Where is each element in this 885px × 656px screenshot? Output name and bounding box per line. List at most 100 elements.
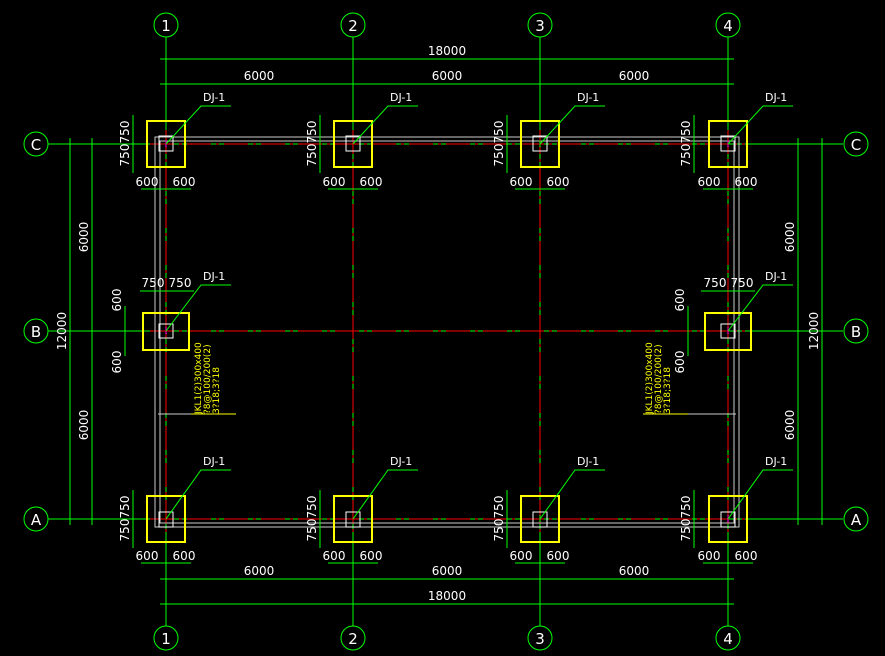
footing-a1: [146, 495, 186, 543]
footing-dims-top: 600 600 600 600 600 600 600 600 750 750 …: [118, 121, 757, 189]
side-footing-half-x: 750: [169, 276, 192, 290]
bay-length-bottom-1: 6000: [244, 564, 275, 578]
footing-half-x: 600: [360, 175, 383, 189]
beam-label-line: JKL1(2)300x400: [645, 342, 655, 415]
footing-c2: [333, 120, 373, 168]
footing-leaders: [165, 105, 793, 520]
footing-half-x: 600: [323, 175, 346, 189]
half-width-left-top: 6000: [77, 222, 91, 253]
grid-label-x: 1: [161, 17, 171, 35]
footing-half-x: 600: [547, 175, 570, 189]
grid-label-x: 3: [535, 17, 545, 35]
footing-half-y: 750: [679, 121, 693, 144]
grid-label-y: B: [31, 323, 41, 341]
side-footing-half-y: 600: [673, 289, 687, 312]
footing-half-y: 750: [305, 121, 319, 144]
grid-label-y: A: [31, 511, 42, 529]
total-width-right: 12000: [807, 312, 821, 350]
footing-labels: DJ-1 DJ-1 DJ-1 DJ-1 DJ-1 DJ-1 DJ-1 DJ-1 …: [203, 91, 787, 468]
footing-half-y: 750: [492, 496, 506, 519]
grid-label-y: C: [851, 136, 861, 154]
grid-label-y: B: [851, 323, 861, 341]
footing-dims-bottom: 600 600 600 600 600 600 600 600 750 750 …: [118, 496, 757, 563]
footing-half-x: 600: [173, 549, 196, 563]
footing-label: DJ-1: [577, 455, 599, 468]
footing-label: DJ-1: [203, 91, 225, 104]
footing-half-y: 750: [305, 519, 319, 542]
side-footing-half-y: 600: [673, 351, 687, 374]
bay-length-top-1: 6000: [244, 69, 275, 83]
grid-bubbles: [23, 12, 869, 651]
grid-label-x: 3: [535, 630, 545, 648]
footing-label: DJ-1: [765, 91, 787, 104]
footing-half-y: 750: [118, 144, 132, 167]
footing-half-x: 600: [136, 549, 159, 563]
side-footing-half-x: 750: [142, 276, 165, 290]
footing-half-x: 600: [735, 549, 758, 563]
footing-label: DJ-1: [390, 91, 412, 104]
side-footing-half-x: 750: [731, 276, 754, 290]
beam-label-left: JKL1(2)300x400 ?8@100/200(2) 3?18;3?18: [194, 342, 222, 415]
bay-length-bottom-3: 6000: [619, 564, 650, 578]
bay-length-bottom-2: 6000: [432, 564, 463, 578]
footing-half-y: 750: [305, 144, 319, 167]
footing-half-y: 750: [679, 496, 693, 519]
beam-label-right: JKL1(2)300x400 ?8@100/200(2) 3?18;3?18: [645, 342, 673, 415]
beam-label-line: 3?18;3?18: [663, 367, 673, 414]
beam-label-line: ?8@100/200(2): [654, 344, 664, 414]
footing-half-x: 600: [735, 175, 758, 189]
beam-label-line: 3?18;3?18: [212, 367, 222, 414]
grid-label-y: C: [31, 136, 41, 154]
footing-half-x: 600: [360, 549, 383, 563]
footing-half-x: 600: [136, 175, 159, 189]
side-footing-half-y: 600: [110, 351, 124, 374]
side-footing-half-x: 750: [704, 276, 727, 290]
total-length-bottom: 18000: [428, 589, 466, 603]
total-width-left: 12000: [55, 312, 69, 350]
grid-label-x: 4: [723, 630, 733, 648]
footing-label: DJ-1: [390, 455, 412, 468]
footing-a2: [333, 495, 373, 543]
dimension-lines: [69, 58, 823, 605]
footing-label: DJ-1: [203, 455, 225, 468]
bay-length-top-3: 6000: [619, 69, 650, 83]
footing-label: DJ-1: [765, 455, 787, 468]
bay-length-top-2: 6000: [432, 69, 463, 83]
footing-half-y: 750: [305, 496, 319, 519]
footing-half-y: 750: [492, 121, 506, 144]
grid-bubble-labels: 1 2 3 4 1 2 3 4 C B A C B A: [31, 17, 862, 648]
side-footing-half-y: 600: [110, 289, 124, 312]
footing-half-x: 600: [173, 175, 196, 189]
half-width-right-top: 6000: [783, 222, 797, 253]
center-lines: [150, 130, 745, 535]
footing-half-y: 750: [118, 519, 132, 542]
footing-label: DJ-1: [765, 270, 787, 283]
grid-label-x: 4: [723, 17, 733, 35]
half-width-left-bottom: 6000: [77, 410, 91, 441]
footing-half-y: 750: [118, 496, 132, 519]
footing-label: DJ-1: [577, 91, 599, 104]
footing-half-y: 750: [679, 519, 693, 542]
footing-label: DJ-1: [203, 270, 225, 283]
footing-half-y: 750: [492, 144, 506, 167]
half-width-right-bottom: 6000: [783, 410, 797, 441]
footing-half-x: 600: [698, 549, 721, 563]
grid-label-x: 2: [348, 17, 358, 35]
footing-half-y: 750: [492, 519, 506, 542]
total-length-top: 18000: [428, 44, 466, 58]
footing-half-y: 750: [679, 144, 693, 167]
beam-label-line: JKL1(2)300x400: [194, 342, 204, 415]
footing-half-x: 600: [510, 549, 533, 563]
footing-half-y: 750: [118, 121, 132, 144]
side-footing-dims: 750 750 750 750 600 600 600 600: [110, 276, 753, 373]
footing-half-x: 600: [323, 549, 346, 563]
grid-label-x: 2: [348, 630, 358, 648]
footing-half-x: 600: [547, 549, 570, 563]
beam-label-line: ?8@100/200(2): [203, 344, 213, 414]
footing-half-x: 600: [510, 175, 533, 189]
beam-outlines: [154, 136, 740, 528]
footing-half-x: 600: [698, 175, 721, 189]
grid-label-y: A: [851, 511, 862, 529]
grid-label-x: 1: [161, 630, 171, 648]
